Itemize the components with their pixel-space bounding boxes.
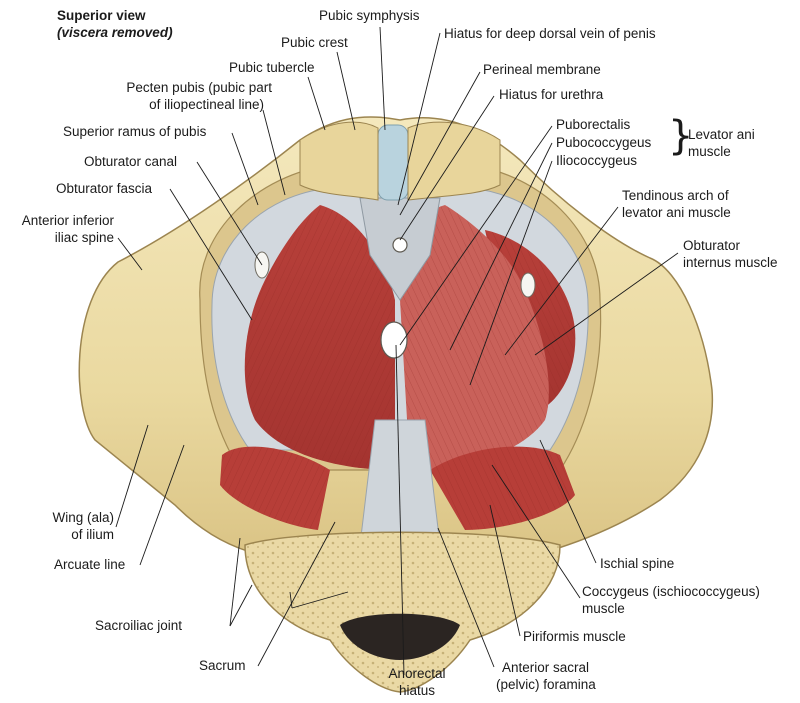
leader-lines [115, 26, 679, 676]
label-coccygeus-1: Coccygeus (ischiococcygeus) [582, 584, 760, 599]
label-sacral-foramina-2: (pelvic) foramina [496, 677, 596, 692]
urethra-hiatus-opening [392, 237, 408, 253]
label-urethra-hiatus: Hiatus for urethra [499, 87, 604, 102]
label-wing-ilium-2: of ilium [71, 527, 114, 542]
levator-ani-brace: } [668, 113, 694, 159]
label-obturator-fascia: Obturator fascia [56, 181, 153, 196]
label-puborectalis: Puborectalis [556, 117, 631, 132]
label-deep-dorsal-vein-hiatus: Hiatus for deep dorsal vein of penis [444, 26, 656, 41]
label-arcuate-line: Arcuate line [54, 557, 126, 572]
label-pubic-symphysis: Pubic symphysis [319, 8, 420, 23]
label-pecten-pubis-1: Pecten pubis (pubic part [126, 80, 272, 95]
label-coccygeus-2: muscle [582, 601, 625, 616]
view-subheading: (viscera removed) [57, 25, 173, 40]
label-pecten-pubis-2: of iliopectineal line) [149, 97, 264, 112]
label-anorectal-hiatus-2: hiatus [398, 683, 436, 698]
label-levator-ani-2: muscle [688, 144, 731, 159]
label-tendinous-arch-2: levator ani muscle [622, 205, 731, 220]
view-heading: Superior view [57, 8, 146, 23]
label-sacroiliac-joint: Sacroiliac joint [95, 618, 183, 633]
label-perineal-membrane: Perineal membrane [483, 62, 601, 77]
label-iliococcygeus: Iliococcygeus [556, 153, 638, 168]
label-levator-ani-1: Levator ani [688, 127, 755, 142]
label-anterior-inferior-iliac-2: iliac spine [54, 230, 114, 245]
pubic-symphysis-cartilage [377, 124, 409, 201]
label-obturator-internus-2: internus muscle [683, 255, 778, 270]
label-pubic-crest: Pubic crest [281, 35, 348, 50]
label-pubic-tubercle: Pubic tubercle [229, 60, 315, 75]
label-pubococcygeus: Pubococcygeus [556, 135, 652, 150]
label-anterior-inferior-iliac-1: Anterior inferior [21, 213, 114, 228]
label-obturator-internus-1: Obturator [683, 238, 741, 253]
pubis-left [299, 121, 379, 201]
label-wing-ilium-1: Wing (ala) [52, 510, 114, 525]
pubis-right [407, 121, 501, 201]
label-obturator-canal: Obturator canal [84, 154, 178, 169]
label-sacrum: Sacrum [199, 658, 246, 673]
obturator-canal-right [520, 272, 536, 298]
label-ischial-spine: Ischial spine [600, 556, 675, 571]
label-superior-ramus: Superior ramus of pubis [63, 124, 207, 139]
sacral-canal [340, 613, 460, 660]
label-anorectal-hiatus-1: Anorectal [388, 666, 446, 681]
label-tendinous-arch-1: Tendinous arch of [622, 188, 729, 203]
label-sacral-foramina-1: Anterior sacral [502, 660, 590, 675]
anorectal-hiatus-opening [380, 321, 408, 359]
label-piriformis: Piriformis muscle [523, 629, 626, 644]
